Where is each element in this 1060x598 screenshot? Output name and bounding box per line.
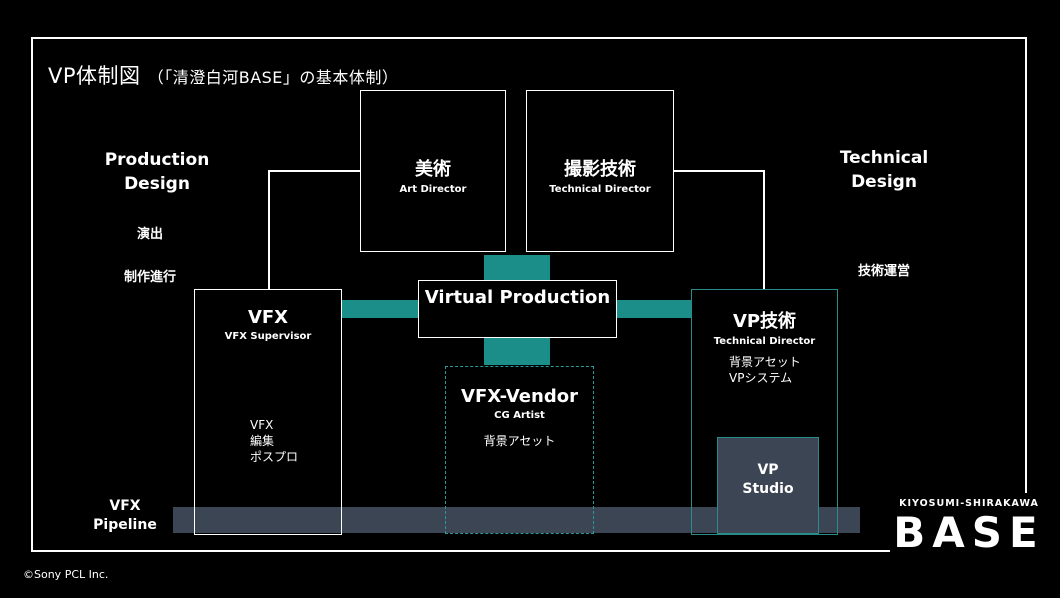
technical-item: 技術運営 <box>857 264 910 279</box>
title-sub: （「清澄白河BASE」の基本体制） <box>147 68 399 87</box>
art-role: Art Director <box>399 184 467 195</box>
teal-link-left <box>341 300 419 318</box>
vfx-box: VFX VFX Supervisor <box>194 289 342 535</box>
art-title: 美術 <box>415 159 451 180</box>
production-item: 演出 <box>136 227 163 242</box>
vfx-note: 編集 <box>250 434 275 448</box>
vp-studio-box: VP Studio <box>717 437 819 534</box>
vendor-note: 背景アセット <box>483 434 556 448</box>
vp-tech-box: VP技術 Technical Director <box>691 289 838 535</box>
logo-top-text: KIYOSUMI-SHIRAKAWA <box>899 498 1039 509</box>
teal-link-top <box>484 255 550 282</box>
vptech-title: VP技術 <box>732 311 797 332</box>
connector-line <box>673 170 764 172</box>
vptech-role: Technical Director <box>713 336 816 347</box>
teal-link-right <box>616 300 692 318</box>
art-director-box: 美術 Art Director <box>360 90 506 252</box>
outer-frame <box>31 37 1027 552</box>
vptech-notes: 背景アセット VPシステム <box>729 354 801 386</box>
camera-title: 撮影技術 <box>564 159 636 180</box>
connector-line <box>268 170 270 290</box>
vptech-note: VPシステム <box>729 371 793 385</box>
vptech-note: 背景アセット <box>729 355 801 369</box>
copyright: ©Sony PCL Inc. <box>23 568 109 581</box>
vfx-vendor-box: VFX-Vendor CG Artist 背景アセット <box>445 366 594 534</box>
connector-line <box>268 170 360 172</box>
production-design-heading: Production Design <box>104 150 210 194</box>
pipeline-label: VFX Pipeline <box>93 498 157 533</box>
camera-tech-box: 撮影技術 Technical Director <box>526 90 674 252</box>
vp-title: Virtual Production <box>424 287 611 308</box>
vendor-role: CG Artist <box>494 410 545 421</box>
technical-design-heading: Technical Design <box>839 148 929 192</box>
studio-title: VP Studio <box>742 462 794 497</box>
title-main: VP体制図 <box>48 64 141 88</box>
vfx-notes: VFX 編集 ポスプロ <box>250 417 298 465</box>
logo-main-text: BASE <box>893 508 1045 557</box>
teal-link-bottom <box>484 338 550 365</box>
vfx-title: VFX <box>247 307 289 328</box>
vfx-note: ポスプロ <box>250 450 299 464</box>
virtual-production-box: Virtual Production <box>418 280 617 338</box>
vendor-title: VFX-Vendor <box>461 386 578 407</box>
vfx-note: VFX <box>250 418 274 432</box>
connector-line <box>763 170 765 290</box>
logo-backdrop <box>890 493 1048 559</box>
camera-role: Technical Director <box>549 184 651 195</box>
page-title: VP体制図 （「清澄白河BASE」の基本体制） <box>48 60 398 90</box>
production-item: 制作進行 <box>123 270 176 285</box>
vfx-role: VFX Supervisor <box>224 331 312 342</box>
